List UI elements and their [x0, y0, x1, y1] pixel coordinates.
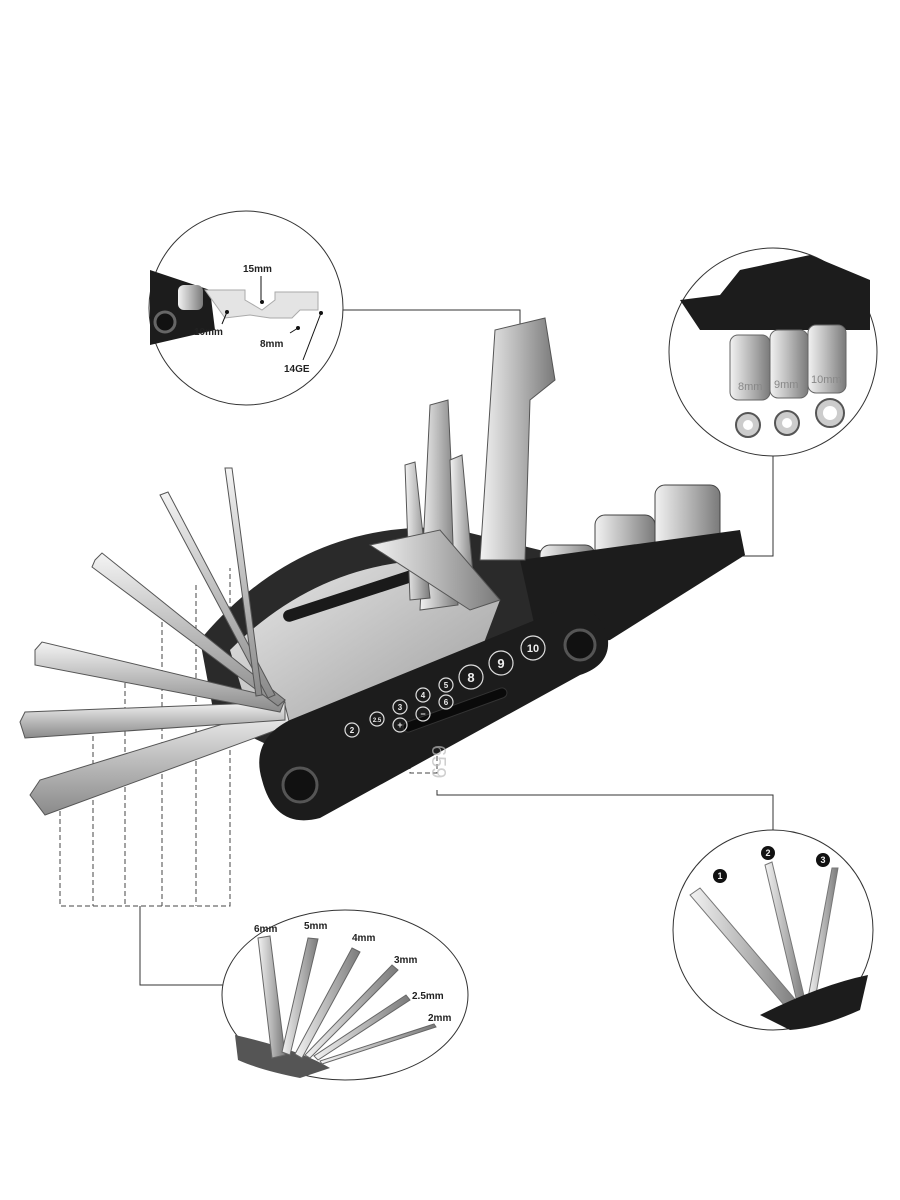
hex-label-6mm: 6mm [254, 924, 277, 935]
callout-screwdrivers: 1 2 3 [672, 829, 874, 1031]
size-markings: 2 2.5 3 4 5 + − 6 8 9 10 [344, 635, 546, 738]
marking-8: 8 [467, 670, 474, 685]
hex-label-3mm: 3mm [394, 955, 417, 966]
marking-10: 10 [527, 643, 539, 655]
callout-tire-lever: 15mm 10mm 8mm 14GE [148, 210, 344, 406]
screwdriver-label-2: 2 [765, 848, 770, 858]
marking-6: 6 [444, 698, 449, 707]
marking-2: 2 [350, 726, 355, 735]
watermark: 659 [427, 745, 449, 778]
multi-tool: 2 2.5 3 4 5 + − 6 8 9 10 659 [19, 317, 745, 821]
callout-sockets: 8mm 9mm 10mm [668, 247, 878, 457]
callout-hex-keys: 6mm 5mm 4mm 3mm 2.5mm 2mm [221, 909, 469, 1081]
marking-minus: − [420, 709, 425, 719]
label-10mm: 10mm [194, 327, 223, 338]
socket-label-9mm: 9mm [774, 379, 798, 391]
hex-label-4mm: 4mm [352, 933, 375, 944]
hex-keys [19, 467, 291, 816]
marking-2-5: 2.5 [373, 718, 382, 724]
hex-label-2mm: 2mm [428, 1013, 451, 1024]
screwdriver-label-1: 1 [717, 871, 722, 881]
label-15mm: 15mm [243, 264, 272, 275]
marking-3: 3 [398, 703, 403, 712]
screwdriver-label-3: 3 [820, 855, 825, 865]
marking-9: 9 [497, 656, 504, 671]
label-8mm: 8mm [260, 339, 283, 350]
label-14ge: 14GE [284, 364, 310, 375]
hex-label-2-5mm: 2.5mm [412, 991, 444, 1002]
marking-4: 4 [421, 691, 426, 700]
sockets [520, 484, 745, 650]
socket-label-8mm: 8mm [738, 381, 762, 393]
marking-5: 5 [444, 681, 449, 690]
socket-label-10mm: 10mm [811, 374, 842, 386]
marking-plus: + [397, 720, 402, 730]
hex-label-5mm: 5mm [304, 921, 327, 932]
